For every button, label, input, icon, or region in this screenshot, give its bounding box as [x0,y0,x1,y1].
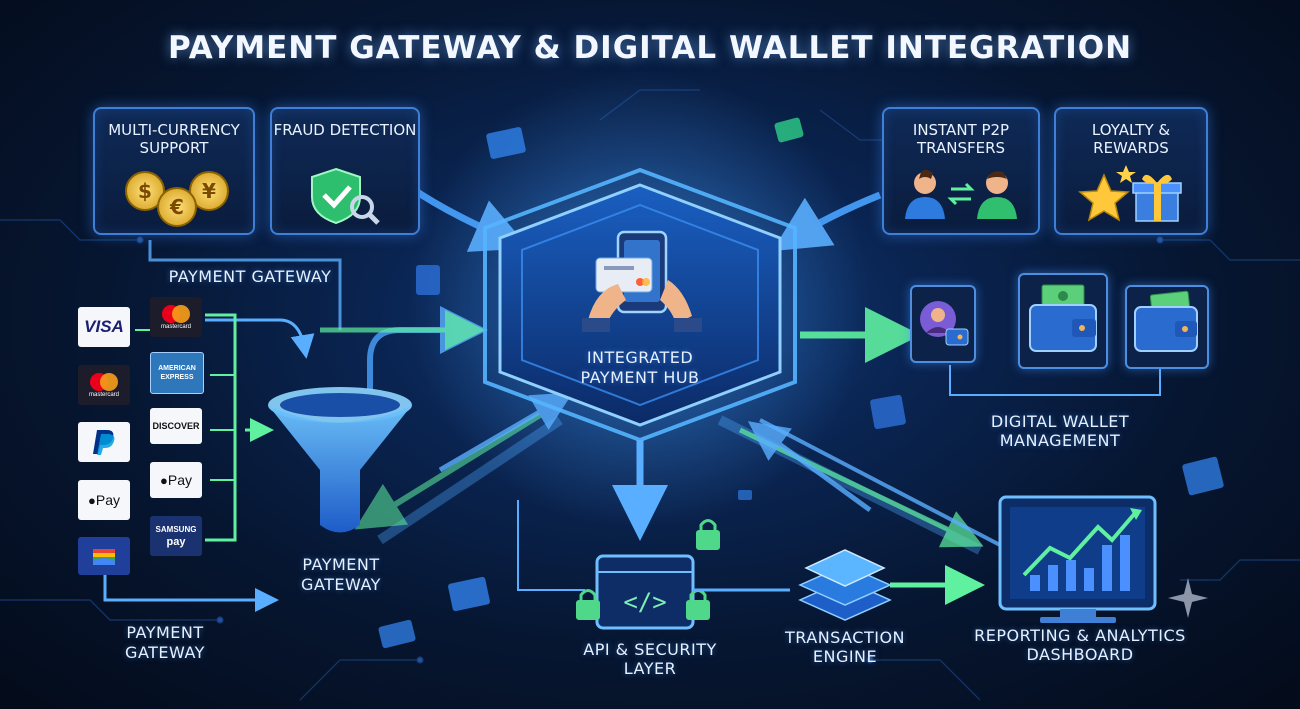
payment-hand-icon [582,230,702,332]
svg-text:</>: </> [623,588,666,616]
wallet-cash-icon-1 [1029,284,1097,352]
mastercard-card-icon-right: mastercard [150,297,202,337]
lock-icons [576,519,720,620]
currency-coins-icon: $ ¥ € [121,169,231,227]
label-payment-gateway-funnel: PAYMENT GATEWAY [301,555,381,594]
label-payment-gateway-top: PAYMENT GATEWAY [168,267,332,286]
api-trace [517,500,585,591]
paypal-card-icon [78,422,130,462]
wallet-connector [949,365,1161,396]
samsung-pay-text: pay [166,536,186,548]
euro-coin-icon: € [157,187,197,227]
panel-multi-currency-label: MULTI-CURRENCY SUPPORT [108,121,240,157]
panel-loyalty-rewards: LOYALTY & REWARDS [1054,107,1208,235]
api-window-icon: </> [595,554,695,630]
amex-text: AMERICAN EXPRESS [158,365,196,381]
mastercard-text-right: mastercard [160,324,191,330]
amex-card-icon: AMERICAN EXPRESS [150,352,204,394]
analytics-monitor-icon [998,495,1157,623]
wallet-cash-box-2 [1125,285,1209,369]
discover-card-icon: DISCOVER [150,408,202,444]
star-gift-icon [1078,165,1182,222]
panel-multi-currency: MULTI-CURRENCY SUPPORT $ ¥ € [93,107,255,235]
visa-text: VISA [84,317,124,336]
transaction-engine-icon [798,549,892,621]
panel-fraud-detection: FRAUD DETECTION [270,107,420,235]
panel-p2p-transfers: INSTANT P2P TRANSFERS [882,107,1040,235]
apple-icon-left: ● [88,492,96,508]
google-wallet-card-icon [78,537,130,575]
label-api-security-layer: API & SECURITY LAYER [583,640,717,678]
mastercard-card-icon-left: mastercard [78,365,130,405]
sparkle-icon [1168,578,1208,618]
samsung-pay-card-icon: SAMSUNG pay [150,516,202,556]
floating-card-icons [378,117,1224,649]
wallet-cash-box-1 [1018,273,1108,369]
panel-fraud-label: FRAUD DETECTION [273,121,417,139]
applepay-text-right: Pay [167,472,192,488]
applepay-text-left: Pay [95,492,120,508]
panel-loyalty-label: LOYALTY & REWARDS [1091,121,1171,157]
visa-card-icon: VISA [78,307,130,347]
funnel-inputs [103,240,488,612]
paypal-logo-icon [93,430,115,455]
label-reporting-dashboard: REPORTING & ANALYTICS DASHBOARD [974,626,1186,664]
arrow-p2p-to-hub [772,191,882,252]
funnel-icon [268,387,412,533]
mastercard-circles-icon-right [162,305,190,323]
label-integrated-payment-hub: INTEGRATED PAYMENT HUB [580,348,700,387]
google-wallet-logo-icon [93,549,115,565]
wallet-cash-icon-2 [1134,290,1198,352]
label-transaction-engine: TRANSACTION ENGINE [785,628,905,666]
page-title: PAYMENT GATEWAY & DIGITAL WALLET INTEGRA… [167,30,1133,66]
p2p-users-icon [905,169,1017,219]
discover-text: DISCOVER [152,421,200,431]
label-payment-gateway-bottom: PAYMENT GATEWAY [125,623,205,662]
user-wallet-icon [920,301,969,346]
samsung-text: SAMSUNG [155,525,197,534]
applepay-card-icon-left: ● Pay [78,480,130,520]
wallet-profile-box [910,285,976,363]
mastercard-circles-icon [90,373,118,391]
label-digital-wallet-management: DIGITAL WALLET MANAGEMENT [990,412,1130,450]
applepay-card-icon-right: ● Pay [150,462,202,498]
light-beams [354,392,1001,555]
circuit-traces [0,89,1300,701]
apple-icon-right: ● [160,472,168,488]
shield-check-icon [311,167,380,225]
mastercard-text-left: mastercard [88,392,119,398]
panel-p2p-label: INSTANT P2P TRANSFERS [912,121,1010,157]
